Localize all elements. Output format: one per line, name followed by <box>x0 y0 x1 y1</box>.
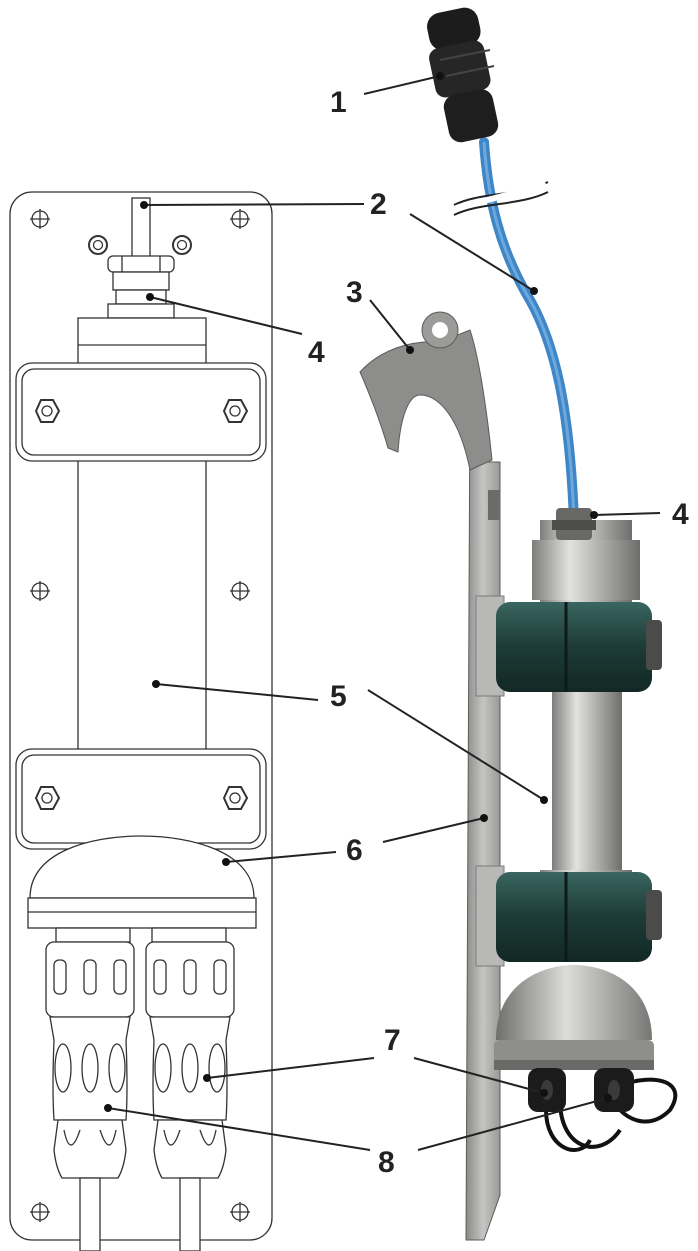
screw-hole-icon <box>230 209 250 229</box>
callout-6: 6 <box>346 834 363 867</box>
technical-drawing <box>9 191 273 1251</box>
callout-4-drawing: 4 <box>308 336 325 369</box>
screw-hole-icon <box>30 209 50 229</box>
connector-drawing-right <box>145 941 235 1251</box>
screw-hole-icon <box>230 581 250 601</box>
product-render <box>359 7 678 1241</box>
screw-hole-icon <box>230 1202 250 1222</box>
callout-3: 3 <box>346 276 363 309</box>
hex-nut-icon <box>172 235 192 255</box>
cable-gland <box>552 508 596 540</box>
upper-clamp <box>475 595 662 697</box>
callout-8: 8 <box>378 1146 395 1179</box>
mounting-plate <box>359 311 501 1241</box>
cable-gland-drawing <box>107 255 175 319</box>
lower-clamp-drawing <box>15 748 267 850</box>
connector-drawing-left <box>45 941 135 1251</box>
leader-lines <box>104 72 661 1151</box>
callout-7: 7 <box>384 1024 401 1057</box>
cable-plug <box>427 7 499 143</box>
upper-clamp-drawing <box>15 362 267 462</box>
base-cap-drawing <box>27 835 257 943</box>
screw-hole-icon <box>30 1202 50 1222</box>
callout-labels: 1 2 3 4 4 5 6 7 8 <box>308 86 689 1179</box>
callout-5: 5 <box>330 680 347 713</box>
lower-clamp <box>475 865 662 967</box>
callout-4-photo: 4 <box>672 498 689 531</box>
hex-nut-icon <box>88 235 108 255</box>
screw-hole-icon <box>30 581 50 601</box>
callout-2: 2 <box>370 188 387 221</box>
bottom-connectors <box>528 1068 678 1152</box>
callout-1: 1 <box>330 86 347 119</box>
base-cap <box>494 965 654 1070</box>
